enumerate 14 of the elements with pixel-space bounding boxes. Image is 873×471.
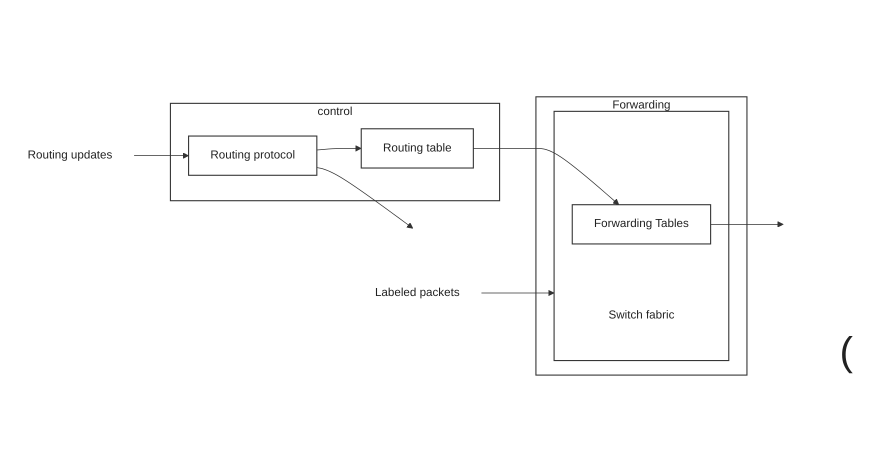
- arrow: [472, 148, 620, 205]
- arrow: [710, 220, 784, 228]
- node-text: Labeled packets: [374, 286, 460, 298]
- cluster: [554, 110, 730, 361]
- arrow: [316, 144, 362, 152]
- node-box: Routing protocol: [188, 135, 318, 176]
- node-text: Switch fabric: [608, 308, 674, 321]
- arrow: [134, 152, 189, 158]
- arrow: [316, 166, 414, 228]
- node-box: Routing table: [360, 128, 474, 168]
- node-text: Routing updates: [28, 148, 112, 162]
- node-box: Forwarding Tables: [572, 204, 712, 244]
- arrow: [481, 289, 554, 296]
- bracket-mark: (: [840, 330, 853, 375]
